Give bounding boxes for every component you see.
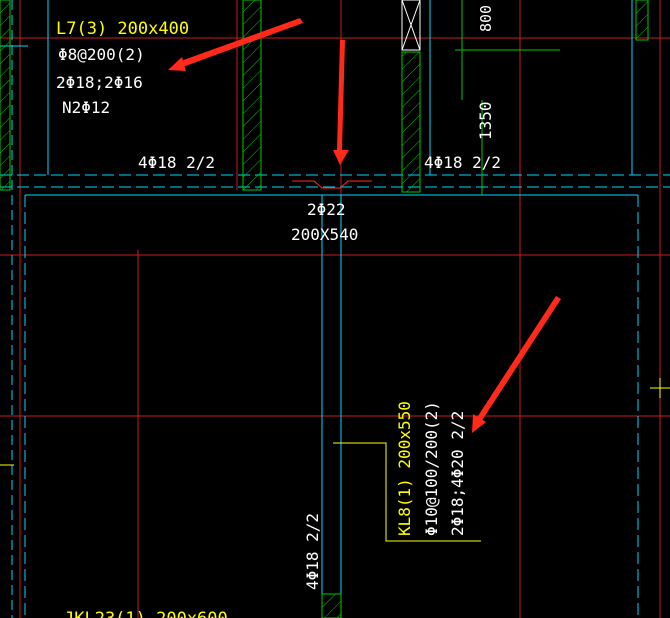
beam-mid-bars: 2Φ22: [307, 200, 346, 219]
edge-marks: [0, 378, 670, 466]
arrow-icon: [168, 57, 186, 71]
beam-l7-main-bars: 2Φ18;2Φ16: [56, 73, 143, 92]
arrow-icon: [337, 40, 345, 150]
support-bars-lower: 4Φ18 2/2: [303, 513, 322, 590]
column-cross: [401, 0, 421, 51]
top-dimension: 800: [477, 5, 495, 32]
arrow-icon: [476, 296, 561, 422]
beam-kl8-name: KL8(1) 200x550: [395, 401, 414, 536]
column-hatches: [0, 0, 649, 618]
support-bars-right: 4Φ18 2/2: [424, 153, 501, 172]
arrow-icon: [178, 18, 303, 68]
kl8-leader: [333, 442, 481, 542]
arrow-icon: [333, 150, 349, 165]
arrow-icon: [472, 414, 486, 433]
beam-mid-size: 200X540: [291, 225, 358, 244]
beam-kl8-bars: 2Φ18;4Φ20 2/2: [448, 411, 467, 536]
rebar-bend-mark: [292, 180, 372, 189]
bottom-beam-label: JKL23(1) 200x600: [64, 609, 228, 618]
beam-l7-stirrup: Φ8@200(2): [58, 45, 145, 64]
beam-kl8-stirrup: Φ10@100/200(2): [422, 401, 441, 536]
dimension-lines: [455, 0, 560, 195]
annotations: L7(3) 200x400 Φ8@200(2) 2Φ18;2Φ16 N2Φ12 …: [56, 5, 501, 618]
beam-l7-side-bars: N2Φ12: [62, 98, 110, 117]
support-bars-left: 4Φ18 2/2: [138, 153, 215, 172]
beam-l7-name: L7(3) 200x400: [56, 19, 189, 39]
red-arrows: [168, 18, 561, 433]
side-dimension: 1350: [476, 101, 495, 140]
